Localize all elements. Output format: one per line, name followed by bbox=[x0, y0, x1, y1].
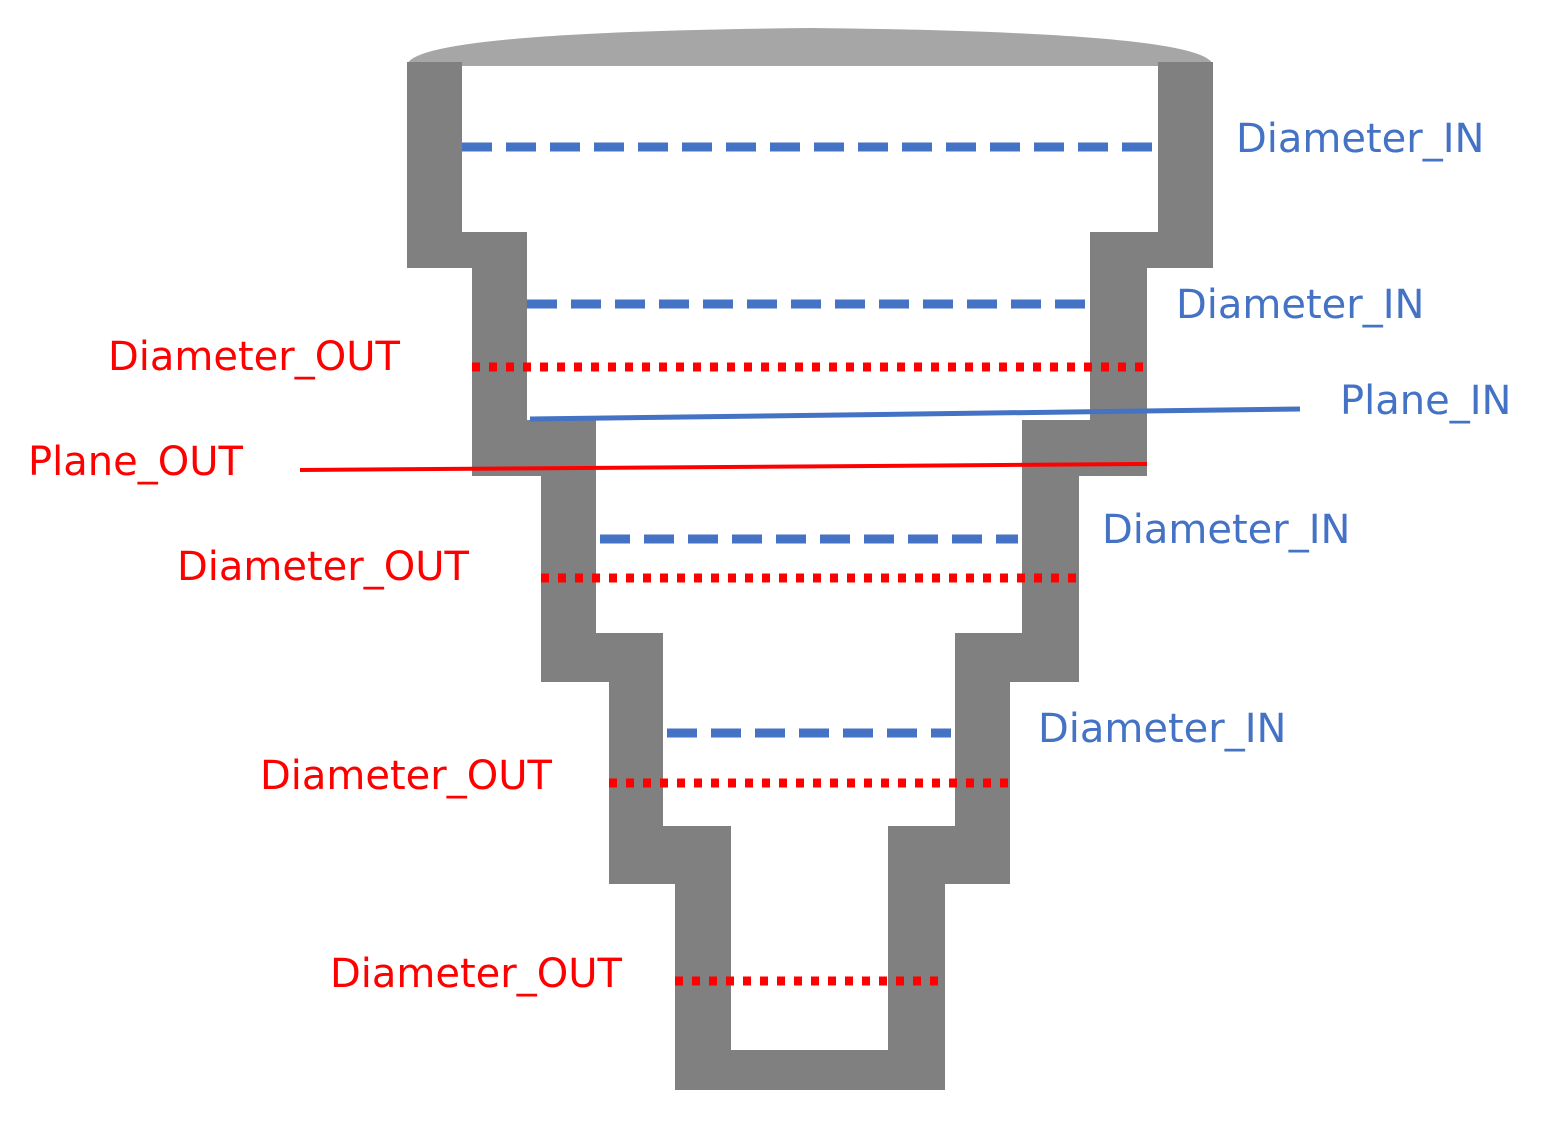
plane-out-line bbox=[299, 462, 1148, 472]
plane-in-label: Plane_IN bbox=[1340, 378, 1511, 424]
plane-out-label: Plane_OUT bbox=[28, 439, 243, 485]
cup-rim bbox=[407, 28, 1213, 66]
diameter-in-label-2: Diameter_IN bbox=[1176, 282, 1424, 328]
diameter-out-label-2: Diameter_OUT bbox=[177, 544, 470, 590]
plane-in-line bbox=[529, 406, 1301, 422]
diameter-out-label-4: Diameter_OUT bbox=[330, 951, 623, 997]
diameter-out-label-3: Diameter_OUT bbox=[260, 753, 553, 799]
diameter-in-label-1: Diameter_IN bbox=[1236, 116, 1484, 162]
diameter-in-label-3: Diameter_IN bbox=[1102, 507, 1350, 553]
diameter-out-label-1: Diameter_OUT bbox=[108, 334, 401, 380]
cup-wall bbox=[407, 62, 1213, 1090]
diameter-in-label-4: Diameter_IN bbox=[1038, 706, 1286, 752]
